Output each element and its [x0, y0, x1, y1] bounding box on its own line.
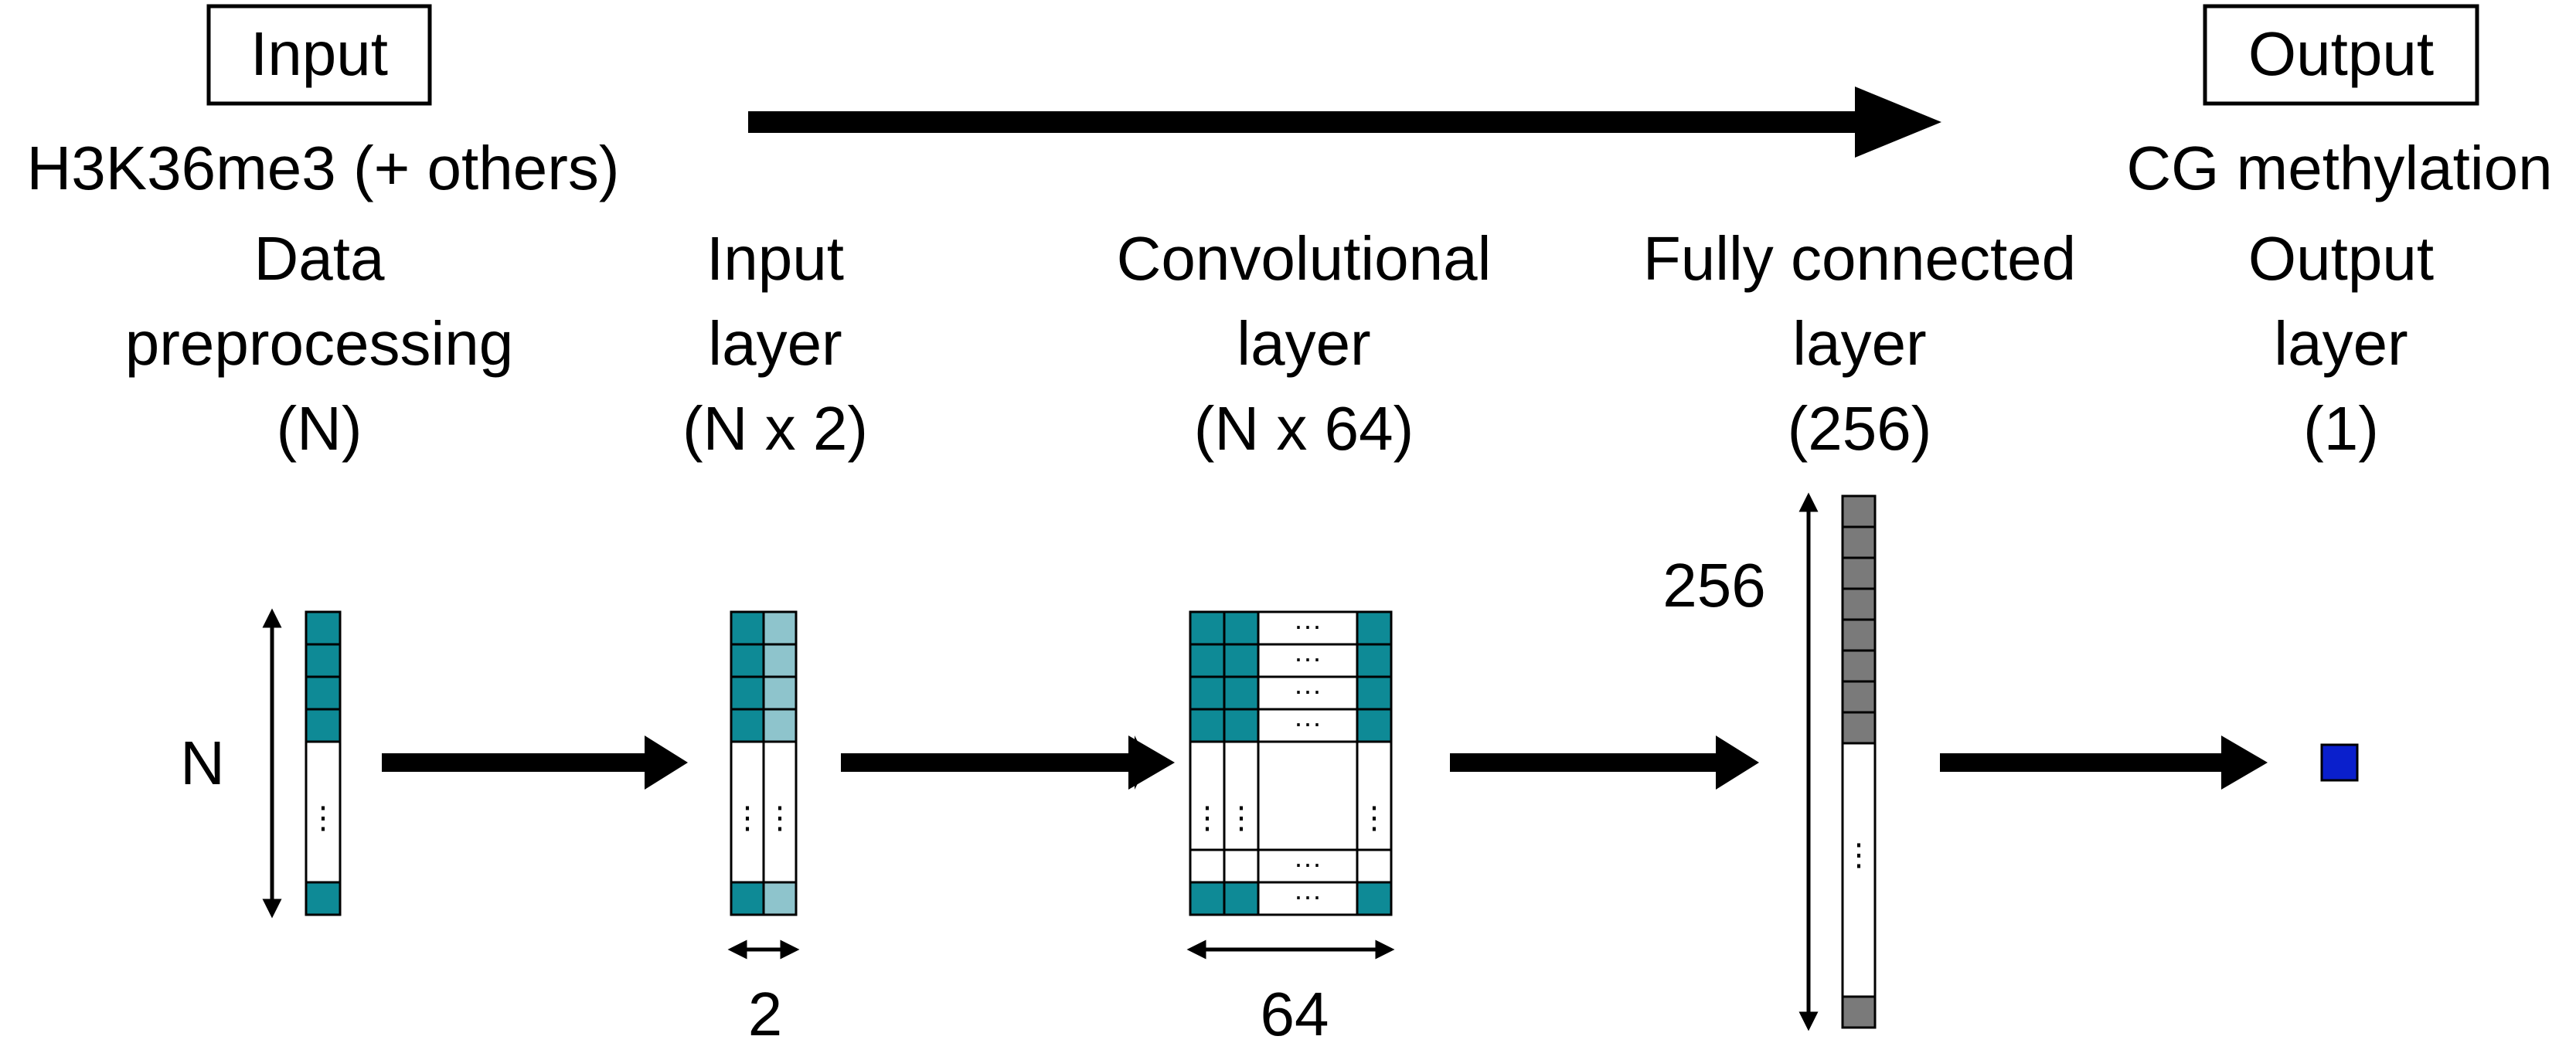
conv-h-ellipsis: ··· [1294, 880, 1322, 912]
stage-title-line: Convolutional [1117, 224, 1492, 293]
flow-arrow-1 [382, 736, 688, 790]
vector-cell [305, 881, 342, 916]
input-layer-matrix [730, 610, 798, 916]
fc-layer-vector [1841, 494, 1877, 1029]
vector-cell [305, 610, 342, 646]
vector-ellipsis: ⋮ [308, 801, 339, 835]
output-box-label: Output [2248, 19, 2434, 88]
stage-title-line: (N x 2) [682, 394, 868, 463]
stage-title-line: (1) [2303, 394, 2379, 463]
output-description: CG methylation [2126, 134, 2552, 202]
stage-title-conv-layer: Convolutional layer (N x 64) [1117, 224, 1492, 463]
conv-h-ellipsis: ··· [1294, 848, 1322, 879]
input-description: H3K36me3 (+ others) [26, 134, 619, 202]
n-dimension-label: N [180, 729, 225, 797]
input-box [206, 4, 432, 106]
stage-title-line: Fully connected [1643, 224, 2076, 293]
stage-title-line: layer [2274, 309, 2408, 378]
stage-title-line: Input [706, 224, 844, 293]
conv-v-ellipsis: ⋮ [1192, 801, 1223, 835]
fc-height-label: 256 [1662, 551, 1765, 620]
output-box [2203, 4, 2479, 106]
conv-h-ellipsis: ··· [1294, 642, 1322, 674]
conv-v-ellipsis: ⋮ [1226, 801, 1257, 835]
stage-title-input-layer: Input layer (N x 2) [682, 224, 868, 463]
matrix-ellipsis: ⋮ [764, 801, 795, 835]
conv-width-label: 64 [1261, 980, 1329, 1043]
stage-title-line: (N) [276, 394, 362, 463]
stage-title-line: (N x 64) [1194, 394, 1414, 463]
stage-title-line: (256) [1788, 394, 1932, 463]
stage-title-output-layer: Output layer (1) [2248, 224, 2434, 463]
stage-title-line: preprocessing [125, 309, 514, 378]
preprocessing-vector [305, 610, 342, 916]
flow-arrow-3 [1450, 736, 1759, 790]
stage-title-line: layer [1792, 309, 1926, 378]
stage-title-fc-layer: Fully connected layer (256) [1643, 224, 2076, 463]
conv-h-ellipsis: ··· [1294, 610, 1322, 641]
fc-ellipsis: ⋮ [1843, 838, 1874, 872]
overall-flow-arrow [748, 87, 1941, 158]
stage-title-line: layer [708, 309, 842, 378]
conv-h-ellipsis: ··· [1294, 674, 1322, 706]
matrix-ellipsis: ⋮ [732, 801, 763, 835]
input-box-label: Input [250, 19, 388, 88]
stage-title-line: Output [2248, 224, 2434, 293]
vector-cell [305, 675, 342, 711]
stage-title-line: layer [1237, 309, 1370, 378]
vector-cell [305, 708, 342, 743]
input-width-label: 2 [748, 980, 783, 1043]
stage-title-line: Data [254, 224, 385, 293]
vector-cell [305, 643, 342, 678]
flow-arrow-4 [1940, 736, 2268, 790]
conv-h-ellipsis: ··· [1294, 707, 1322, 739]
stage-title-preprocessing: Data preprocessing (N) [125, 224, 514, 463]
output-node [2320, 743, 2359, 782]
conv-layer-matrix [1189, 610, 1393, 916]
conv-v-ellipsis: ⋮ [1359, 801, 1390, 835]
flow-arrow-2 [841, 736, 1175, 790]
